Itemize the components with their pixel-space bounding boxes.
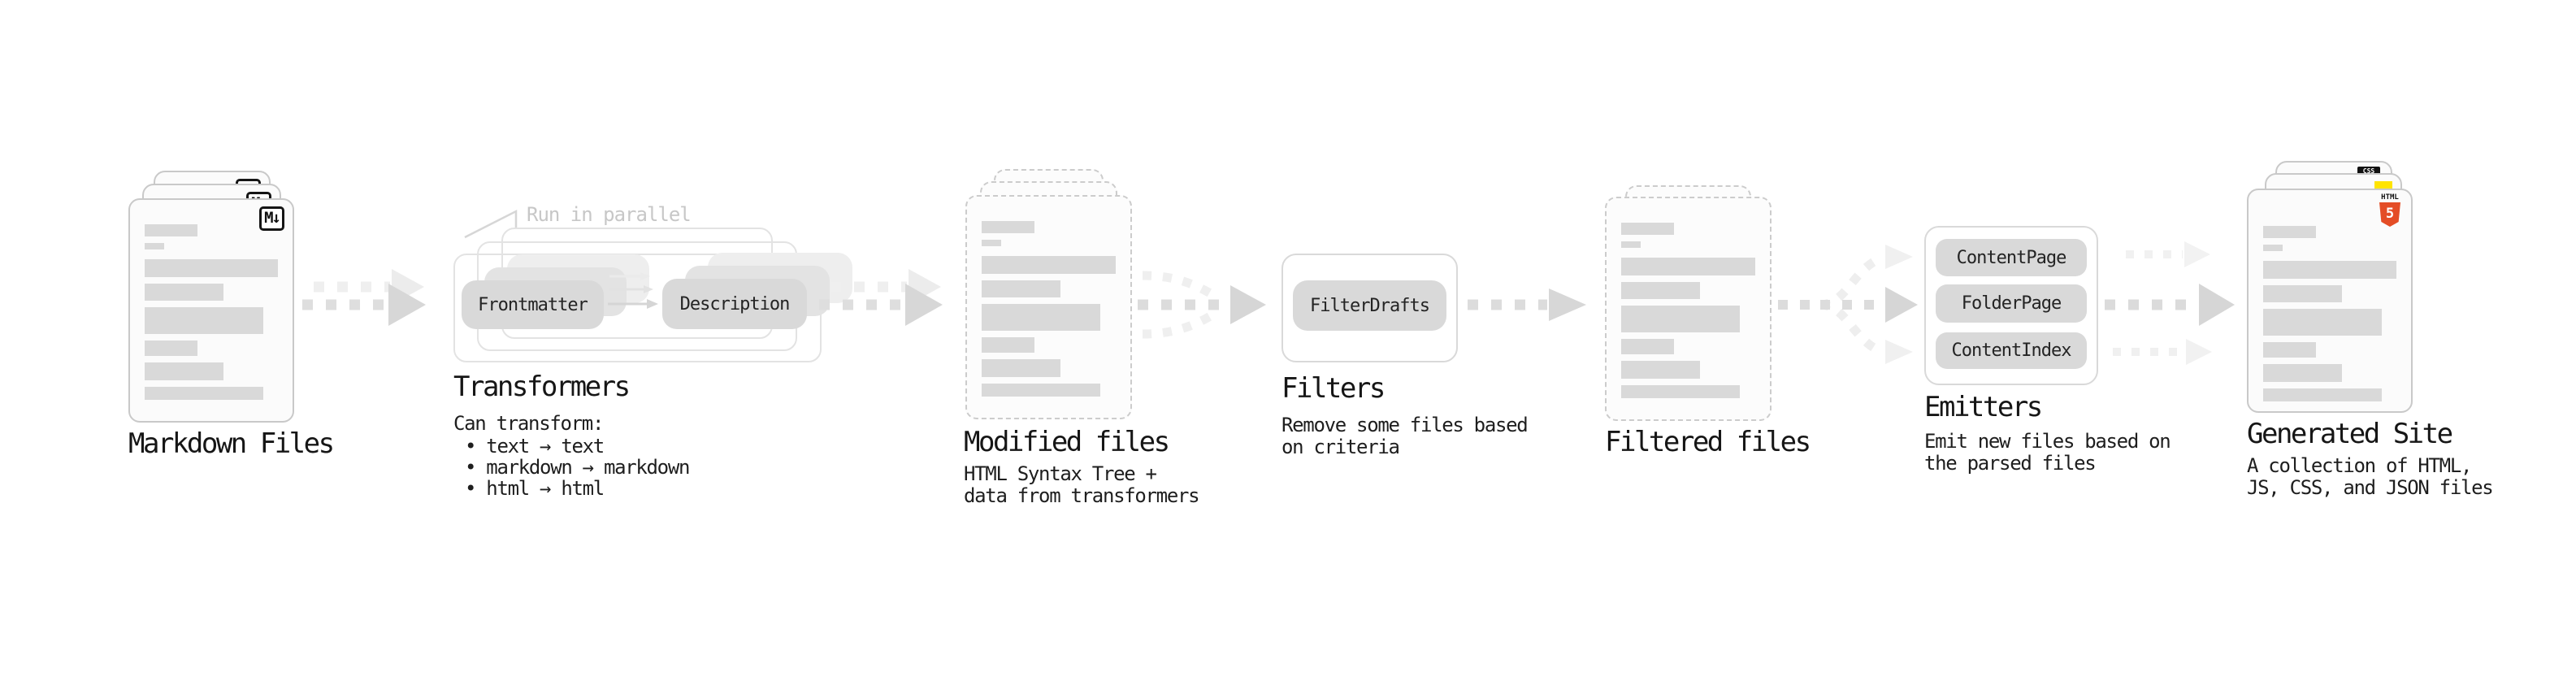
javascript-icon [2374,181,2392,190]
modified-file-stack [965,169,1132,421]
emitters-panel: ContentPage FolderPage ContentIndex [1924,226,2098,385]
emitters-heading: Emitters [1924,391,2043,423]
transformers-intro: Can transform: [453,412,604,435]
generated-site-subtitle: A collection of HTML, [2247,454,2472,477]
doc-content-placeholder [1621,223,1755,398]
generated-site-subtitle: JS, CSS, and JSON files [2247,476,2494,499]
filterdrafts-pill: FilterDrafts [1293,280,1446,331]
html-doc-front: HTML 5 [2247,189,2413,413]
filtered-doc-front [1605,197,1772,421]
transformers-heading: Transformers [453,371,631,403]
fan-in-arrow-icon [1138,271,1266,339]
folderpage-pill: FolderPage [1936,284,2087,323]
markdown-icon: M↓ [259,206,284,231]
modified-files-subtitle: data from transformers [964,484,1200,507]
emitters-subtitle: the parsed files [1924,452,2097,475]
modified-doc-front [965,195,1132,419]
dashed-arrow-icon [1468,288,1586,321]
doc-content-placeholder [982,221,1116,397]
contentpage-pill: ContentPage [1936,239,2087,276]
modified-files-subtitle: HTML Syntax Tree + [964,462,1157,485]
run-in-parallel-annotation: Run in parallel [527,203,692,226]
emitters-subtitle: Emit new files based on [1924,430,2171,453]
fan-out-arrow-icon [1778,245,1918,364]
parallel-mini-arrows-icon [608,272,658,309]
annotation-leader-line [464,209,518,239]
description-pill-stack: Description [662,253,852,329]
html5-icon: HTML 5 [2377,193,2403,227]
description-pill: Description [662,279,807,329]
filters-panel: FilterDrafts [1281,254,1458,362]
transformers-bullet: • html → html [465,477,605,500]
generated-site-stack: CSS HTML 5 [2247,161,2413,413]
markdown-files-label: Markdown Files [128,427,335,460]
dashed-double-arrow-icon [302,269,426,326]
markdown-doc-front: M↓ [128,198,294,423]
frontmatter-pill: Frontmatter [462,280,604,329]
generated-site-label: Generated Site [2247,418,2453,450]
filtered-file-stack [1605,185,1772,421]
filters-subtitle: on criteria [1281,436,1400,458]
markdown-file-stack: M↓ M↓ M↓ [128,171,294,423]
triple-dashed-arrow-icon [2105,241,2235,365]
transformers-bullet: • markdown → markdown [465,456,690,479]
filtered-files-label: Filtered files [1605,426,1811,458]
contentindex-pill: ContentIndex [1936,332,2087,369]
transformers-bullet: • text → text [465,435,605,458]
filters-subtitle: Remove some files based [1281,414,1529,436]
filters-heading: Filters [1281,372,1386,405]
doc-content-placeholder [145,224,278,400]
modified-files-label: Modified files [964,426,1170,458]
dashed-double-arrow-icon [819,269,943,326]
doc-content-placeholder [2263,226,2396,401]
frontmatter-pill-stack: Frontmatter [462,254,649,329]
